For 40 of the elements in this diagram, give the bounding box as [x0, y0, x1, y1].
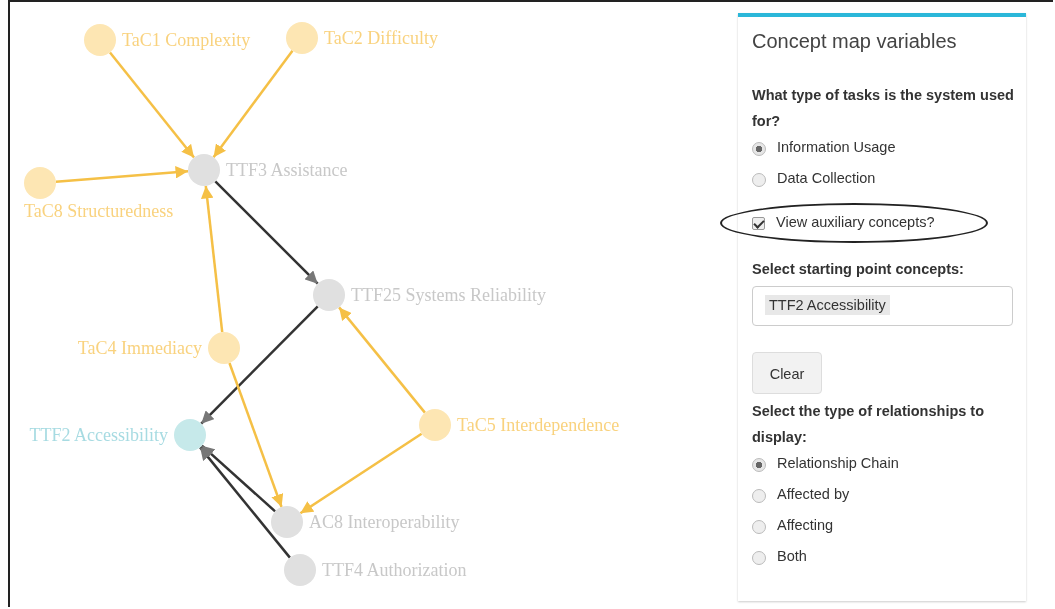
- arrow: [109, 51, 195, 159]
- question-label: Select the type of relationships to display:: [752, 402, 986, 447]
- arrow: [299, 432, 423, 515]
- selected-tag: TTF2 Accessibility: [765, 295, 890, 315]
- highlight-ellipse: [720, 203, 988, 243]
- checkbox-label: View auxiliary concepts?: [776, 214, 935, 230]
- concept-node: [29, 419, 206, 451]
- radio-label: Information Usage: [777, 139, 896, 155]
- concept-node: [419, 409, 620, 441]
- panel-heading: Concept map variables: [752, 30, 957, 53]
- arrow: [212, 50, 294, 158]
- concept-label: TaC5 Interdependence: [457, 415, 620, 435]
- arrow: [200, 305, 319, 425]
- concept-node: [313, 279, 546, 311]
- radio-label: Data Collection: [777, 170, 876, 186]
- concept-node: [188, 154, 348, 186]
- arrow: [338, 306, 426, 414]
- concept-node: [286, 22, 438, 54]
- concept-label: TaC1 Complexity: [122, 30, 251, 50]
- concept-label: TTF2 Accessibility: [29, 425, 168, 445]
- question-label: What type of tasks is the system used for?: [752, 86, 1015, 131]
- concept-label: TaC4 Immediacy: [77, 338, 202, 358]
- question-label: Select starting point concepts:: [752, 260, 965, 279]
- concept-label: TaC8 Structuredness: [24, 201, 174, 221]
- clear-button: Clear: [752, 352, 822, 394]
- arrow: [228, 362, 284, 508]
- arrow: [55, 166, 189, 183]
- radio-label: Relationship Chain: [777, 455, 899, 471]
- arrow: [201, 444, 276, 513]
- arrow: [199, 446, 291, 559]
- radio-label: Affected by: [777, 486, 850, 502]
- concept-label: TaC2 Difficulty: [324, 28, 438, 48]
- arrow: [214, 180, 319, 285]
- concept-node: [271, 506, 460, 538]
- concept-node: [284, 554, 467, 586]
- concept-node: [77, 332, 240, 364]
- radio-label: Both: [777, 548, 807, 564]
- radio-label: Affecting: [777, 517, 834, 533]
- arrow: [200, 185, 224, 333]
- concept-node: [84, 24, 251, 56]
